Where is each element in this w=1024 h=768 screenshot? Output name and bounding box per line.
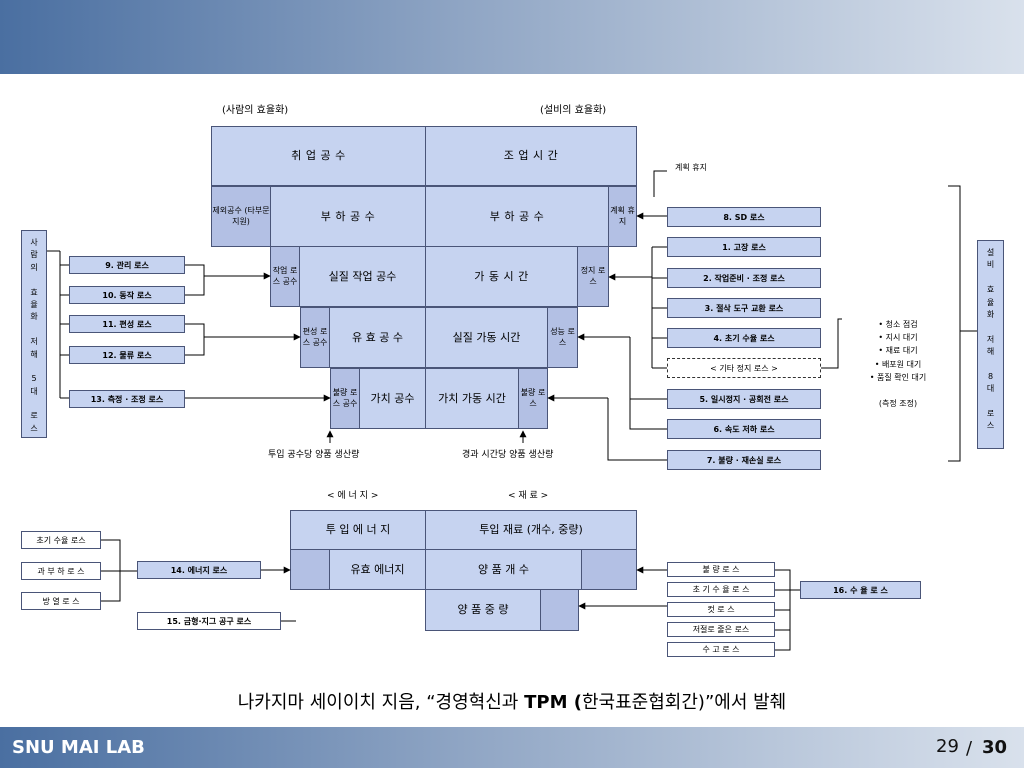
vertical-char: 화	[986, 309, 995, 319]
vertical-char: 해	[30, 349, 38, 359]
loss-2-setup: 2. 작업준비 · 조정 로스	[667, 268, 821, 288]
top-banner	[0, 0, 1024, 74]
initial-yield-loss-small: 초기 수율 로스	[21, 531, 101, 549]
employment-hours-cell: 취 업 공 수	[211, 126, 426, 186]
caption-mid: 한국표준협회간)	[581, 692, 705, 713]
other-stops-list: • 청소 점검• 지시 대기• 재료 대기• 배포원 대기• 품질 확인 대기 …	[852, 318, 944, 410]
caption-bold: TPM (	[524, 692, 582, 713]
vertical-char: 화	[30, 312, 38, 322]
actual-running-time-cell: 실질 가동 시간	[425, 307, 548, 368]
operation-time-cell: 조 업 시 간	[425, 126, 637, 186]
vertical-char: 람	[30, 250, 38, 260]
loss-15-mold-jig: 15. 금형·지그 공구 로스	[137, 612, 281, 630]
value-running-time-cell: 가치 가동 시간	[425, 368, 519, 429]
initial-yield-loss-material: 초 기 수 율 로 스	[667, 582, 775, 597]
caption-pre: 나카지마 세이이치 지음, “경영혁신과	[237, 692, 525, 713]
loss-10-motion: 10. 동작 로스	[69, 286, 185, 304]
defect-loss-small: 불 량 로 스	[667, 562, 775, 577]
other-stop-item: • 청소 점검	[878, 320, 918, 329]
defect-loss-hours-cell: 불량 로스 공수	[330, 368, 360, 429]
planned-rest-label: 계획 휴지	[675, 163, 707, 172]
loss-12-logistics: 12. 물류 로스	[69, 346, 185, 364]
header-material: < 재 료 >	[508, 491, 549, 501]
loss-8-sd: 8. SD 로스	[667, 207, 821, 227]
vertical-char: 8	[987, 371, 994, 381]
overload-loss-small: 과 부 하 로 스	[21, 562, 101, 580]
vertical-char: 설	[986, 248, 995, 257]
other-stop-item: (측정 조정)	[878, 399, 918, 409]
vertical-char: 대	[986, 384, 995, 394]
page-slash: /	[966, 738, 973, 759]
vertical-char: 율	[986, 297, 995, 307]
good-weight-cell: 양 품 중 량	[425, 589, 541, 631]
vertical-char: 의	[30, 262, 38, 272]
page-number: 29	[936, 736, 959, 757]
vertical-char: 5	[31, 374, 37, 384]
vertical-char: 스	[30, 423, 38, 433]
stop-loss-cell: 정지 로스	[577, 246, 609, 307]
planned-rest-cell: 계획 휴지	[608, 186, 637, 247]
loss-5-minor-stop: 5. 일시정지 · 공회전 로스	[667, 389, 821, 409]
footer-lab-name: SNU MAI LAB	[12, 737, 145, 758]
other-stop-item: • 품질 확인 대기	[869, 372, 927, 382]
vertical-char: 효	[986, 285, 995, 295]
header-equipment-efficiency: (설비의 효율화)	[540, 105, 607, 116]
performance-loss-cell: 성능 로스	[547, 307, 578, 368]
other-stop-item: • 지시 대기	[878, 333, 918, 343]
effective-energy-cell: 유효 에너지	[329, 549, 426, 590]
vertical-char: 로	[30, 411, 38, 421]
loss-7-defect-rework: 7. 불량 · 재손실 로스	[667, 450, 821, 470]
vertical-char: 저	[986, 334, 995, 344]
vertical-char: 해	[986, 347, 995, 357]
loss-1-breakdown: 1. 고장 로스	[667, 237, 821, 257]
vertical-char: 효	[30, 287, 38, 297]
handling-loss-small: 수 고 로 스	[667, 642, 775, 657]
cut-loss-small: 컷 로 스	[667, 602, 775, 617]
actual-work-hours-cell: 실질 작업 공수	[299, 246, 426, 307]
loss-13-measurement: 13. 측정 · 조정 로스	[69, 390, 185, 408]
caption-post: ”에서 발췌	[704, 692, 787, 713]
other-stop-item: • 배포원 대기	[874, 359, 922, 369]
loss-14-energy: 14. 에너지 로스	[137, 561, 261, 579]
vertical-char: 율	[30, 299, 38, 309]
loss-4-initial-yield: 4. 초기 수율 로스	[667, 328, 821, 348]
running-time-cell: 가 동 시 간	[425, 246, 578, 307]
loss-16-yield: 16. 수 율 로 스	[800, 581, 921, 599]
good-count-cell: 양 품 개 수	[425, 549, 582, 590]
vertical-char: 스	[986, 421, 995, 431]
heat-dissipation-loss-small: 방 열 로 스	[21, 592, 101, 610]
excluded-hours-cell: 제외공수 (타부문 지원)	[211, 186, 271, 247]
other-stop-item: • 재료 대기	[878, 346, 918, 356]
vertical-char: 로	[986, 409, 995, 419]
header-energy: < 에 너 지 >	[327, 491, 379, 501]
output-per-time-label: 경과 시간당 양품 생산량	[462, 450, 554, 460]
output-per-hours-label: 투입 공수당 양품 생산량	[268, 450, 360, 460]
loss-9-management: 9. 관리 로스	[69, 256, 185, 274]
header-people-efficiency: (사람의 효율화)	[222, 105, 289, 116]
vertical-char: 사	[30, 238, 38, 247]
vertical-char: 비	[986, 260, 995, 270]
loss-6-speed: 6. 속도 저하 로스	[667, 419, 821, 439]
shrinkage-loss-small: 저절로 줄은 로스	[667, 622, 775, 637]
page-total: 30	[982, 737, 1008, 758]
source-caption: 나카지마 세이이치 지음, “경영혁신과 TPM (한국표준협회간)”에서 발췌	[0, 688, 1024, 714]
vertical-char: 저	[30, 337, 38, 347]
other-stop-loss-box: < 기타 정지 로스 >	[667, 358, 821, 378]
weight-loss-cell	[540, 589, 579, 631]
loss-3-tool-change: 3. 절삭 도구 교환 로스	[667, 298, 821, 318]
value-hours-cell: 가치 공수	[359, 368, 426, 429]
bottom-banner	[0, 727, 1024, 768]
vertical-char: 대	[30, 386, 38, 396]
loss-11-organization: 11. 편성 로스	[69, 315, 185, 333]
